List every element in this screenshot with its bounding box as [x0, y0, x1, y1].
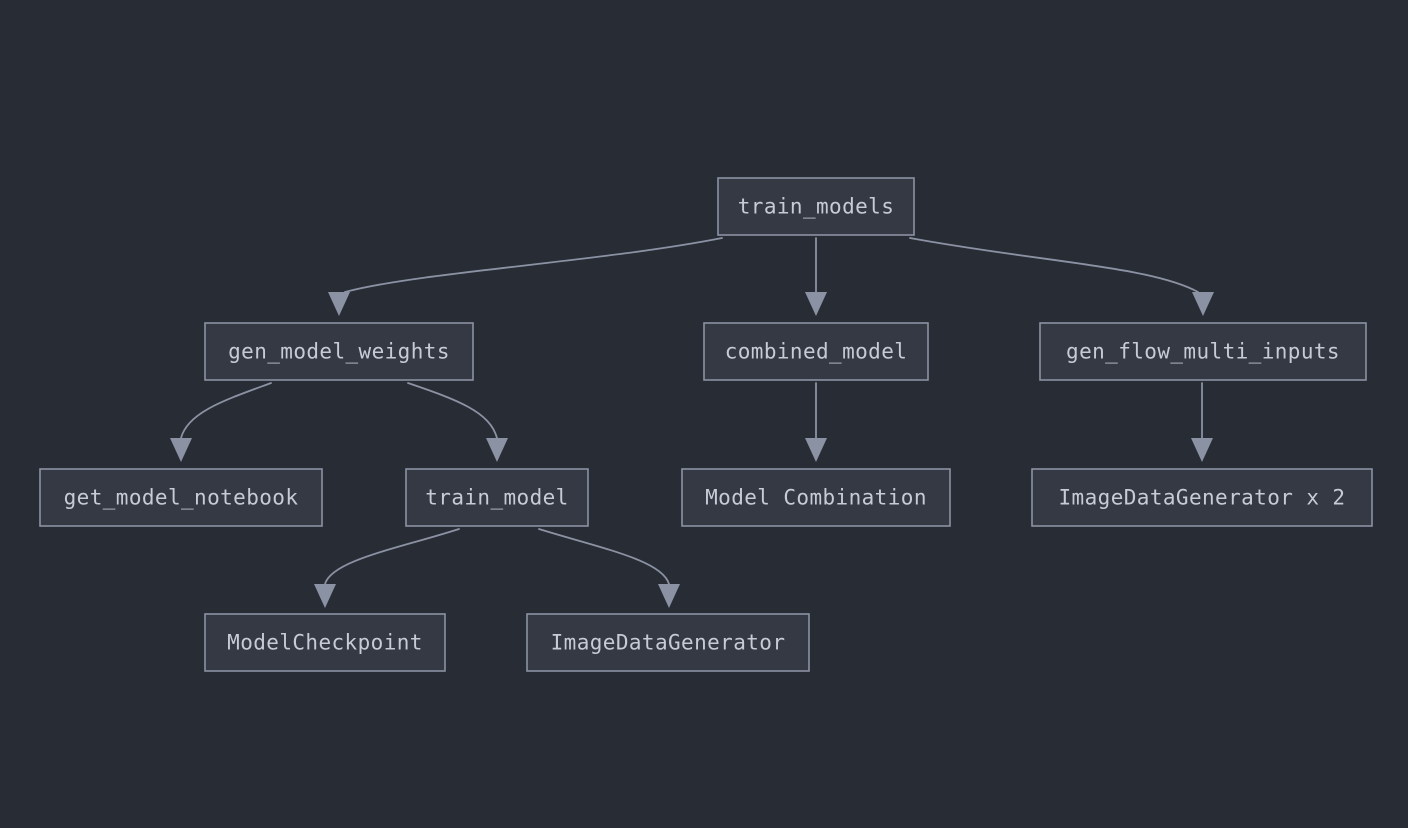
node-box[interactable]	[681, 468, 951, 527]
graph-edge	[314, 528, 460, 608]
node-label: ImageDataGenerator x 2	[1059, 486, 1346, 510]
edge-line	[344, 237, 723, 293]
graph-node-get_model_notebook[interactable]: get_model_notebook	[39, 468, 323, 527]
arrowhead-icon	[805, 438, 827, 462]
node-label: gen_model_weights	[228, 340, 450, 364]
node-box[interactable]	[204, 613, 446, 672]
arrowhead-icon	[1191, 438, 1213, 462]
graph-edge	[407, 382, 508, 462]
edge-line	[909, 237, 1199, 293]
node-box[interactable]	[1039, 322, 1367, 381]
node-label: ImageDataGenerator	[551, 631, 786, 655]
edge-line	[538, 528, 670, 585]
node-box[interactable]	[703, 322, 929, 381]
graph-node-gen_model_weights[interactable]: gen_model_weights	[204, 322, 474, 381]
edge-line	[180, 382, 272, 439]
node-box[interactable]	[717, 177, 915, 236]
arrowhead-icon	[486, 438, 508, 462]
graph-node-model_checkpoint[interactable]: ModelCheckpoint	[204, 613, 446, 672]
node-box[interactable]	[204, 322, 474, 381]
arrowhead-icon	[328, 292, 350, 316]
node-box[interactable]	[39, 468, 323, 527]
graph-edge	[909, 237, 1214, 316]
graph-edge	[805, 237, 827, 316]
node-box[interactable]	[526, 613, 810, 672]
graph-edge	[538, 528, 680, 608]
node-label: combined_model	[725, 340, 908, 364]
graph-edge	[805, 382, 827, 462]
graph-edge	[1191, 382, 1213, 462]
node-label: ModelCheckpoint	[227, 631, 423, 655]
graph-node-train_models[interactable]: train_models	[717, 177, 915, 236]
graph-node-imagedatagenerator_x2[interactable]: ImageDataGenerator x 2	[1031, 468, 1373, 527]
arrowhead-icon	[170, 438, 192, 462]
graph-node-model_combination[interactable]: Model Combination	[681, 468, 951, 527]
arrowhead-icon	[658, 584, 680, 608]
graph-edge	[170, 382, 272, 462]
graph-node-train_model[interactable]: train_model	[405, 468, 589, 527]
edge-line	[407, 382, 498, 439]
edge-line	[324, 528, 460, 585]
node-box[interactable]	[1031, 468, 1373, 527]
arrowhead-icon	[1192, 292, 1214, 316]
graph-node-imagedatagenerator[interactable]: ImageDataGenerator	[526, 613, 810, 672]
node-label: Model Combination	[705, 486, 927, 510]
node-box[interactable]	[405, 468, 589, 527]
graph-node-gen_flow_multi_inputs[interactable]: gen_flow_multi_inputs	[1039, 322, 1367, 381]
arrowhead-icon	[314, 584, 336, 608]
edges-layer	[170, 237, 1214, 608]
graph-node-combined_model[interactable]: combined_model	[703, 322, 929, 381]
node-label: train_model	[425, 486, 568, 510]
nodes-layer: train_models gen_model_weights combined_mo…	[39, 177, 1373, 672]
arrowhead-icon	[805, 292, 827, 316]
node-label: gen_flow_multi_inputs	[1066, 340, 1340, 364]
node-label: get_model_notebook	[64, 486, 299, 510]
node-label: train_models	[738, 195, 895, 219]
graph-edge	[328, 237, 723, 316]
